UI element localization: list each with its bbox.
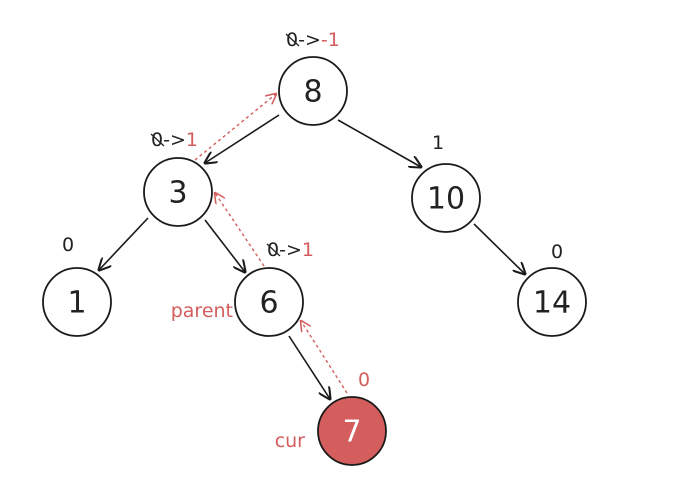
strikethrough (150, 133, 165, 147)
balance-factor-label: 1 (432, 132, 444, 154)
parent-pointer-label: parent (171, 300, 233, 322)
node-value: 14 (533, 286, 571, 321)
balance-factor-label: 0 (358, 369, 370, 391)
node-value: 8 (303, 75, 322, 110)
edge-3-1 (99, 217, 149, 270)
node-value: 3 (168, 176, 187, 211)
strikethrough (266, 243, 281, 257)
balance-factor-label: 0->-1 (286, 29, 340, 51)
backtrack-arrow-7-6 (301, 321, 348, 394)
balance-factor-new: 1 (302, 239, 314, 261)
balance-factor-new: -1 (321, 29, 340, 51)
tree-node-current: 7 (317, 396, 387, 466)
node-value: 10 (427, 182, 465, 217)
balance-factor-label: 0 (62, 234, 74, 256)
balance-factor-label: 0 (551, 241, 563, 263)
tree-node: 3 (143, 157, 213, 227)
node-value: 7 (342, 415, 361, 450)
edge-3-6 (204, 219, 245, 272)
edge-8-3 (205, 114, 280, 163)
tree-node: 8 (278, 56, 348, 126)
balance-factor-arrow: -> (163, 129, 186, 151)
backtrack-arrow-6-3 (215, 193, 265, 267)
node-value: 1 (67, 286, 86, 321)
edge-8-10 (337, 119, 421, 167)
strikethrough (285, 33, 300, 47)
edge-10-14 (473, 223, 525, 274)
balance-factor-new: 1 (186, 129, 198, 151)
tree-node: 10 (411, 163, 481, 233)
balance-factor-arrow: -> (298, 29, 321, 51)
tree-node: 6 (234, 267, 304, 337)
balance-factor-arrow: -> (279, 239, 302, 261)
edge-6-7 (288, 335, 330, 399)
node-value: 6 (259, 286, 278, 321)
tree-node: 14 (517, 267, 587, 337)
cur-pointer-label: cur (275, 430, 305, 452)
tree-node: 1 (42, 267, 112, 337)
backtrack-arrow-3-8 (194, 94, 276, 161)
